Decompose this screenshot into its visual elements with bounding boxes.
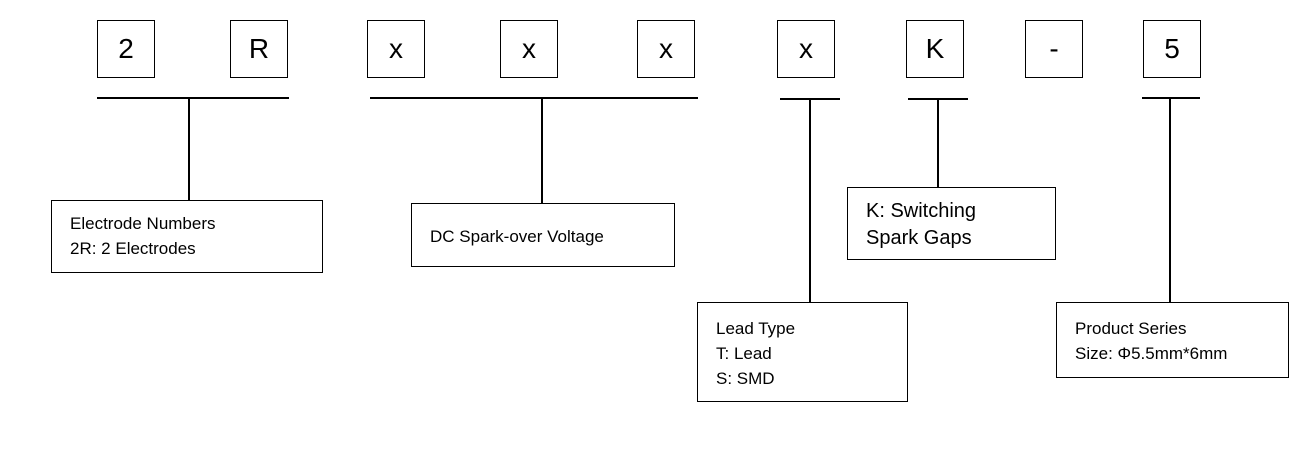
code-char-8: - <box>1025 20 1083 78</box>
code-char-6: x <box>777 20 835 78</box>
voltage-bracket-line <box>370 97 698 99</box>
electrode-bracket-line <box>97 97 289 99</box>
electrode-connector-line <box>188 97 190 201</box>
series-title: Product Series <box>1075 319 1187 338</box>
switching-title: K: Switching <box>866 200 977 222</box>
series-connector-line <box>1169 97 1171 303</box>
code-char-3: x <box>367 20 425 78</box>
electrode-title: Electrode Numbers <box>70 214 216 233</box>
switching-connector-line <box>937 98 939 188</box>
code-char-1: 2 <box>97 20 155 78</box>
lead-title: Lead Type <box>716 319 796 338</box>
code-char-7: K <box>906 20 964 78</box>
lead-option-t: T: Lead <box>716 344 772 363</box>
series-label-box: Product Series Size: Φ5.5mm*6mm <box>1056 302 1289 378</box>
switching-detail: Spark Gaps <box>866 227 972 249</box>
lead-connector-line <box>809 98 811 303</box>
lead-option-s: S: SMD <box>716 369 775 388</box>
lead-label-box: Lead Type T: Lead S: SMD <box>697 302 908 402</box>
electrode-label-box: Electrode Numbers 2R: 2 Electrodes <box>51 200 323 273</box>
electrode-detail: 2R: 2 Electrodes <box>70 239 196 258</box>
code-char-5: x <box>637 20 695 78</box>
voltage-title: DC Spark-over Voltage <box>430 227 604 246</box>
series-bracket-line <box>1142 97 1200 99</box>
voltage-label-box: DC Spark-over Voltage <box>411 203 675 267</box>
code-char-4: x <box>500 20 558 78</box>
voltage-connector-line <box>541 97 543 203</box>
code-char-9: 5 <box>1143 20 1201 78</box>
code-char-2: R <box>230 20 288 78</box>
series-size: Size: Φ5.5mm*6mm <box>1075 344 1228 363</box>
switching-label-box: K: Switching Spark Gaps <box>847 187 1056 260</box>
